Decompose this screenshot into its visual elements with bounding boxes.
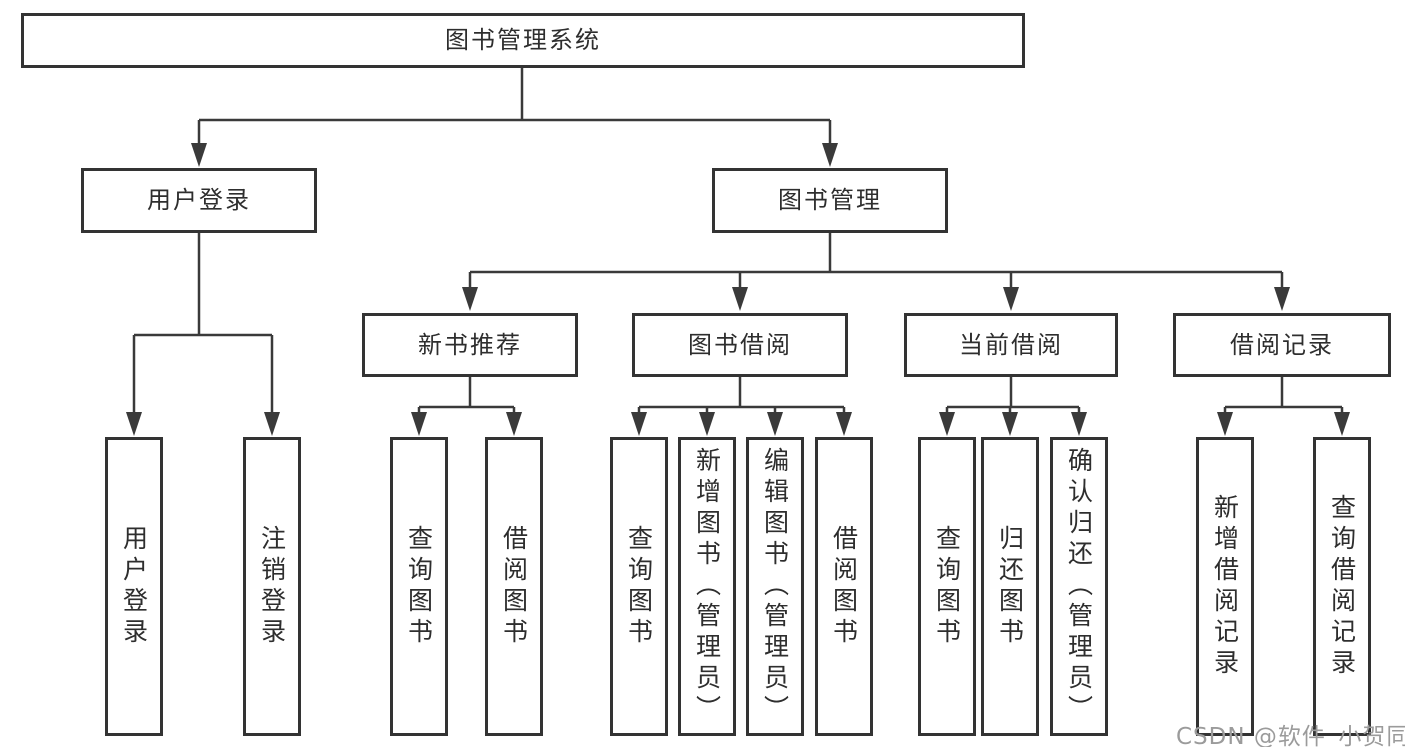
leaf-borrow-books: 借阅图书: [815, 437, 873, 736]
leaf-return-book: 归还图书: [981, 437, 1039, 736]
watermark: CSDN @软件_小贺同学: [1176, 724, 1405, 747]
leaf-logout: 注销登录: [243, 437, 301, 736]
leaf-confirm-return-admin: 确认归还（管理员）: [1050, 437, 1108, 736]
node-book-borrow: 图书借阅: [632, 313, 848, 377]
leaf-add-book-admin: 新增图书（管理员）: [678, 437, 736, 736]
node-user-login: 用户登录: [81, 168, 317, 233]
leaf-query-books-current: 查询图书: [918, 437, 976, 736]
node-borrow-records: 借阅记录: [1173, 313, 1391, 377]
leaf-add-borrow-record: 新增借阅记录: [1196, 437, 1254, 736]
node-new-book-recommend: 新书推荐: [362, 313, 578, 377]
leaf-user-login: 用户登录: [105, 437, 163, 736]
node-book-management: 图书管理: [712, 168, 948, 233]
leaf-query-books-borrow: 查询图书: [610, 437, 668, 736]
leaf-query-books-recommend: 查询图书: [390, 437, 448, 736]
arrowheads: [126, 143, 1350, 436]
leaf-edit-book-admin: 编辑图书（管理员）: [746, 437, 804, 736]
leaf-borrow-books-recommend: 借阅图书: [485, 437, 543, 736]
leaf-query-borrow-record: 查询借阅记录: [1313, 437, 1371, 736]
node-current-borrow: 当前借阅: [904, 313, 1118, 377]
node-root-system: 图书管理系统: [21, 13, 1025, 68]
